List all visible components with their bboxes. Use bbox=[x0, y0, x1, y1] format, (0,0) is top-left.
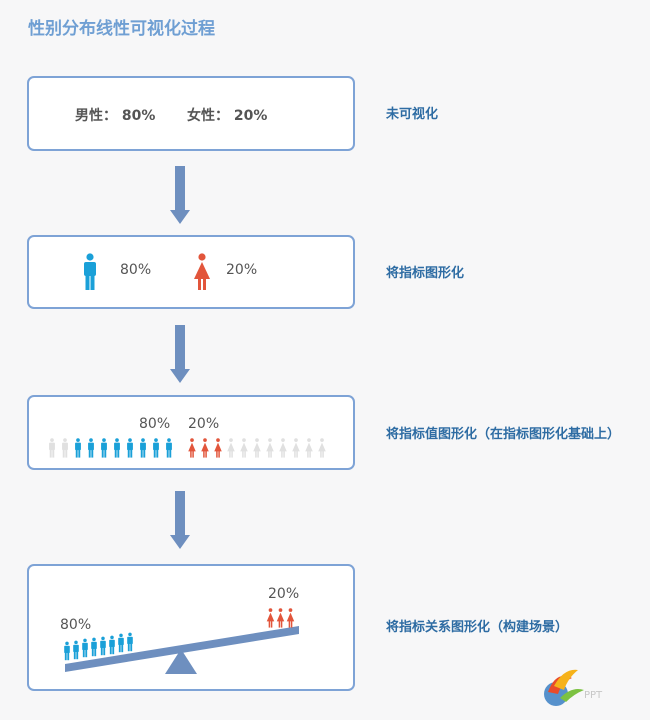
female-icon-row bbox=[187, 438, 330, 458]
male-person-icon bbox=[84, 253, 96, 290]
logo-watermark-icon: PPT bbox=[544, 669, 603, 706]
male-person-icon bbox=[82, 639, 88, 658]
male-person-icon bbox=[166, 438, 172, 458]
female-person-icon bbox=[194, 253, 210, 290]
step3-label: 将指标值图形化（在指标图形化基础上） bbox=[386, 427, 621, 442]
male-person-icon bbox=[64, 641, 70, 661]
male-icon-group bbox=[63, 631, 135, 661]
male-person-icon bbox=[62, 438, 68, 458]
female-person-icon bbox=[276, 608, 285, 628]
female-person-icon bbox=[279, 438, 287, 458]
step2-box: 80% 20% bbox=[27, 235, 355, 309]
step4-box: 80% 20% bbox=[27, 564, 355, 691]
step1-label: 未可视化 bbox=[386, 107, 439, 122]
male-share-text: 男性： 80% bbox=[75, 108, 156, 124]
seesaw-scale bbox=[65, 626, 299, 674]
female-person-icon bbox=[266, 608, 275, 628]
male-person-icon bbox=[75, 438, 81, 458]
male-person-icon bbox=[140, 438, 146, 458]
male-person-icon bbox=[127, 438, 133, 458]
male-percent: 80% bbox=[120, 262, 152, 278]
male-percent: 80% bbox=[60, 617, 92, 633]
male-percent: 80% bbox=[139, 416, 171, 432]
female-person-icon bbox=[253, 438, 261, 458]
male-person-icon bbox=[91, 637, 97, 657]
female-icon-group bbox=[266, 608, 296, 628]
female-person-icon bbox=[266, 438, 274, 458]
page-title: 性别分布线性可视化过程 bbox=[28, 19, 215, 39]
svg-text:PPT: PPT bbox=[584, 690, 603, 701]
down-arrow-icon bbox=[170, 166, 190, 224]
down-arrow-icon bbox=[170, 325, 190, 383]
step2-label: 将指标图形化 bbox=[386, 266, 465, 281]
male-person-icon bbox=[109, 635, 115, 654]
female-person-icon bbox=[286, 608, 295, 628]
male-person-icon bbox=[118, 633, 124, 653]
male-person-icon bbox=[88, 438, 94, 458]
seesaw-plank bbox=[65, 626, 299, 672]
female-person-icon bbox=[227, 438, 235, 458]
male-person-icon bbox=[153, 438, 159, 458]
triangle-fulcrum-icon bbox=[165, 649, 197, 674]
female-percent: 20% bbox=[188, 416, 220, 432]
female-person-icon bbox=[305, 438, 313, 458]
male-person-icon bbox=[49, 438, 55, 458]
female-person-icon bbox=[214, 438, 222, 458]
male-person-icon bbox=[114, 438, 120, 458]
female-share-text: 女性： 20% bbox=[187, 108, 268, 124]
female-person-icon bbox=[292, 438, 300, 458]
female-person-icon bbox=[318, 438, 326, 458]
female-person-icon bbox=[240, 438, 248, 458]
male-person-icon bbox=[127, 632, 133, 652]
male-person-icon bbox=[101, 438, 107, 458]
down-arrow-icon bbox=[170, 491, 190, 549]
male-icon-row bbox=[47, 438, 177, 458]
female-person-icon bbox=[201, 438, 209, 458]
step1-box: 男性： 80% 女性： 20% bbox=[27, 76, 355, 151]
female-percent: 20% bbox=[268, 586, 300, 602]
male-person-icon bbox=[73, 640, 79, 659]
step3-box: 80% 20% bbox=[27, 395, 355, 470]
step4-label: 将指标关系图形化（构建场景） bbox=[386, 620, 569, 635]
female-percent: 20% bbox=[226, 262, 258, 278]
female-person-icon bbox=[188, 438, 196, 458]
male-person-icon bbox=[100, 636, 106, 655]
